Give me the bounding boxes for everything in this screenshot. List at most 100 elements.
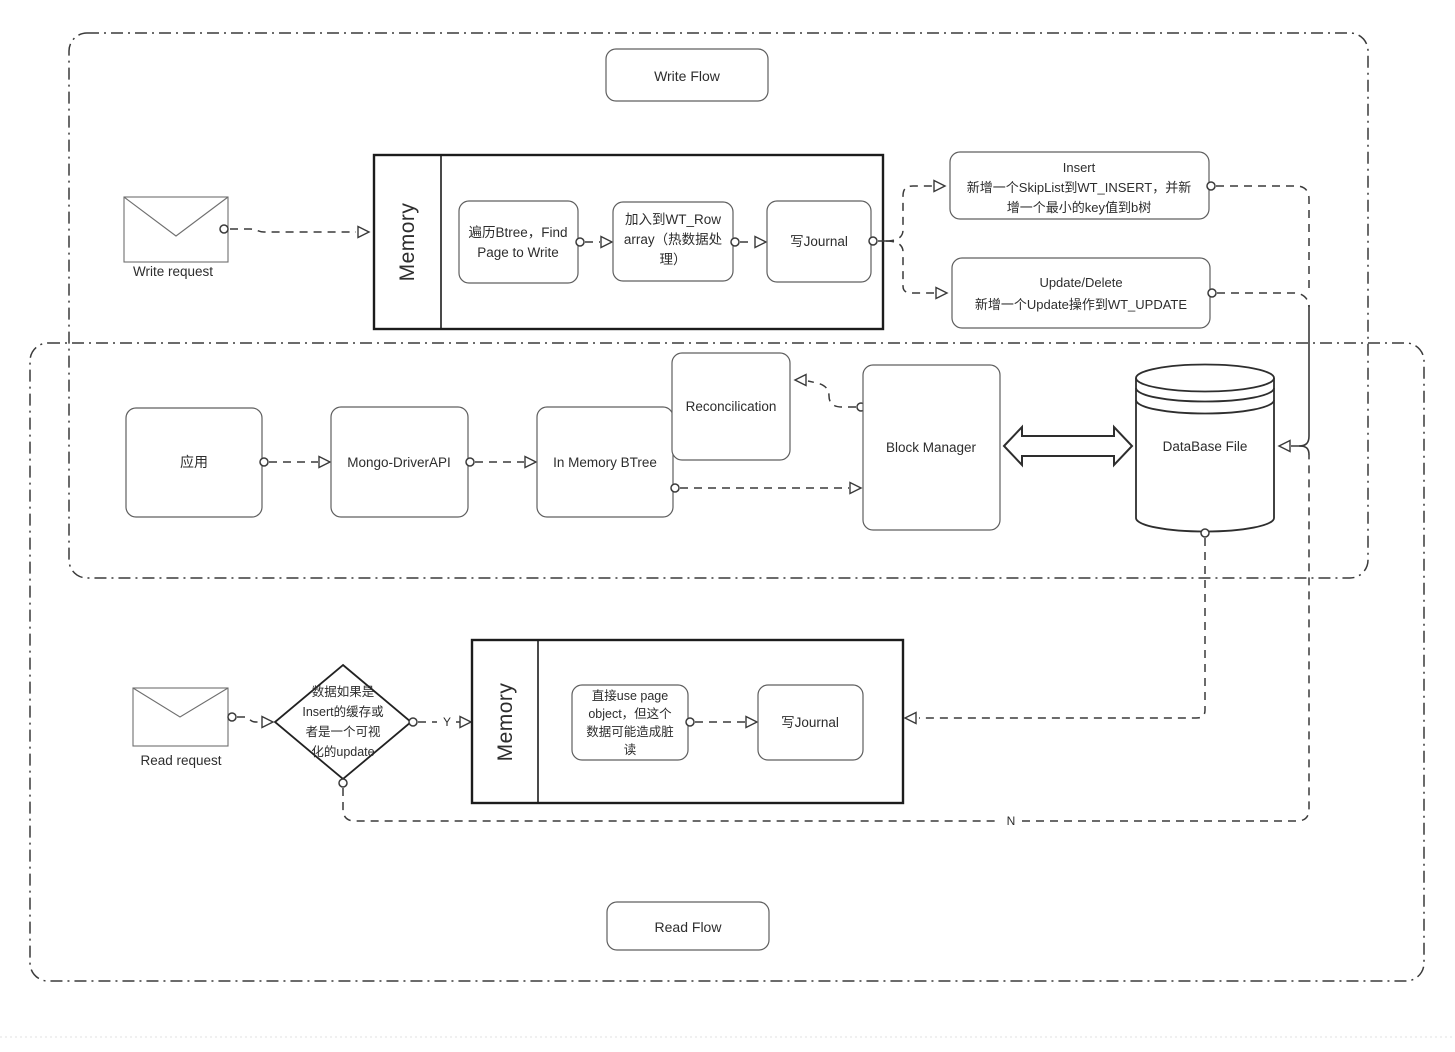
connector-journal-to-update [885,240,949,300]
database-cylinder-ring [1135,399,1275,415]
arrowhead-icon [935,286,949,300]
find-page-shape [458,200,579,284]
arrowhead-icon [600,235,614,249]
insert-box: Insert 新增一个SkipList到WT_INSERT，并新 增一个最小的k… [949,151,1210,220]
envelope-icon [123,196,229,263]
block-manager-box: Block Manager [862,364,1001,531]
connector-app-to-driver [259,455,332,469]
envelope-flap-icon [132,687,229,718]
connector-database-to-read-memory [903,528,1210,725]
connector-dot [868,236,878,246]
wt-row-line3: 理） [660,252,687,267]
connector-line [1298,445,1310,456]
connector-dot [670,483,680,493]
arrowhead-icon [318,455,332,469]
arrowhead-icon [849,481,863,495]
read-memory-label: Memory [494,683,517,762]
reconciliation-box: Reconcilication [671,352,791,461]
read-request-node: Read request [132,687,229,768]
read-request-label: Read request [140,753,221,768]
connector-dot [465,457,475,467]
write-flow-title-shape [605,48,769,102]
find-page-line1: 遍历Btree，Find [468,225,567,240]
arrowhead-icon [745,715,759,729]
insert-line1: Insert [1063,160,1096,175]
connector-findpage-to-wtrow [575,235,614,249]
block-manager-shape [862,364,1001,531]
decision-line4: 化的update [311,744,374,759]
write-flow-title-box: Write Flow [605,48,769,102]
database-file-node: DataBase File [1135,363,1275,533]
connector-line [807,380,856,408]
arrowhead-icon [357,225,371,239]
write-flow-container [68,32,1369,579]
connector-dot [408,717,418,727]
connector-btree-to-blockmanager [670,481,863,495]
connector-line [919,538,1206,719]
database-file-label: DataBase File [1163,439,1248,454]
update-delete-box: Update/Delete 新增一个Update操作到WT_UPDATE [951,257,1211,329]
write-journal-label: 写Journal [790,234,848,249]
app-label: 应用 [180,454,208,470]
driver-label: Mongo-DriverAPI [347,455,451,470]
reconciliation-shape [671,352,791,461]
btree-shape [536,406,674,518]
decision-line1: 数据如果是 [312,684,375,699]
update-delete-shape [951,257,1211,329]
arrowhead-icon [793,373,807,387]
connector-dot [219,224,229,234]
connector-pageobject-to-journal [685,715,759,729]
connector-read-request-to-decision [227,712,275,729]
connector-wtrow-to-journal [730,235,768,249]
read-flow-title-shape [606,901,770,951]
arrowhead-icon [933,179,947,193]
btree-box: In Memory BTree [536,406,674,518]
connector-blockmanager-to-reconciliation [793,373,866,412]
arrowhead-icon [459,715,473,729]
database-cylinder-top [1135,363,1275,393]
connector-write-request-to-memory [219,224,371,239]
connector-decision-yes: Y [408,715,473,729]
insert-line2: 新增一个SkipList到WT_INSERT，并新 [967,180,1191,195]
arrowhead-icon [754,235,768,249]
no-label: N [1007,814,1016,828]
connector-line [230,228,356,233]
decision-diamond: 数据如果是 Insert的缓存或 者是一个可视 化的update [273,663,413,781]
connector-line [1216,185,1310,288]
connector-line [1291,305,1310,447]
page-object-line2: object，但这个 [588,706,672,721]
page-object-line4: 读 [624,743,637,757]
connector-line [1217,292,1310,308]
insert-line3: 增一个最小的key值到b树 [1007,200,1151,215]
connector-decision-no: N [338,445,1310,828]
double-arrow-icon [1002,424,1134,468]
connector-dot [338,778,348,788]
connector-insert-to-database [1206,181,1310,288]
connector-dot [730,237,740,247]
decision-line3: 者是一个可视 [305,724,381,739]
database-cylinder-ring [1135,387,1275,403]
write-flow-title: Write Flow [654,68,721,84]
arrowhead-icon [903,711,917,725]
find-page-box: 遍历Btree，Find Page to Write [458,200,579,284]
wt-row-line2: array（热数据处 [624,232,723,247]
read-flow-title: Read Flow [655,919,723,935]
connector-dot [259,457,269,467]
read-journal-label: 写Journal [781,715,839,730]
read-journal-box: 写Journal [757,684,864,761]
page-object-line1: 直接use page [592,688,668,703]
envelope-flap-icon [123,196,229,237]
arrowhead-icon [524,455,538,469]
connector-line [342,788,1000,822]
find-page-line2: Page to Write [477,245,559,260]
connector-dot [685,717,695,727]
arrowhead-icon [261,715,275,729]
connector-driver-to-btree [465,455,538,469]
write-memory-label: Memory [396,203,419,282]
update-line2: 新增一个Update操作到WT_UPDATE [975,297,1187,312]
read-flow-container [29,342,1425,982]
read-journal-shape [757,684,864,761]
arrowhead-icon [1277,439,1291,453]
